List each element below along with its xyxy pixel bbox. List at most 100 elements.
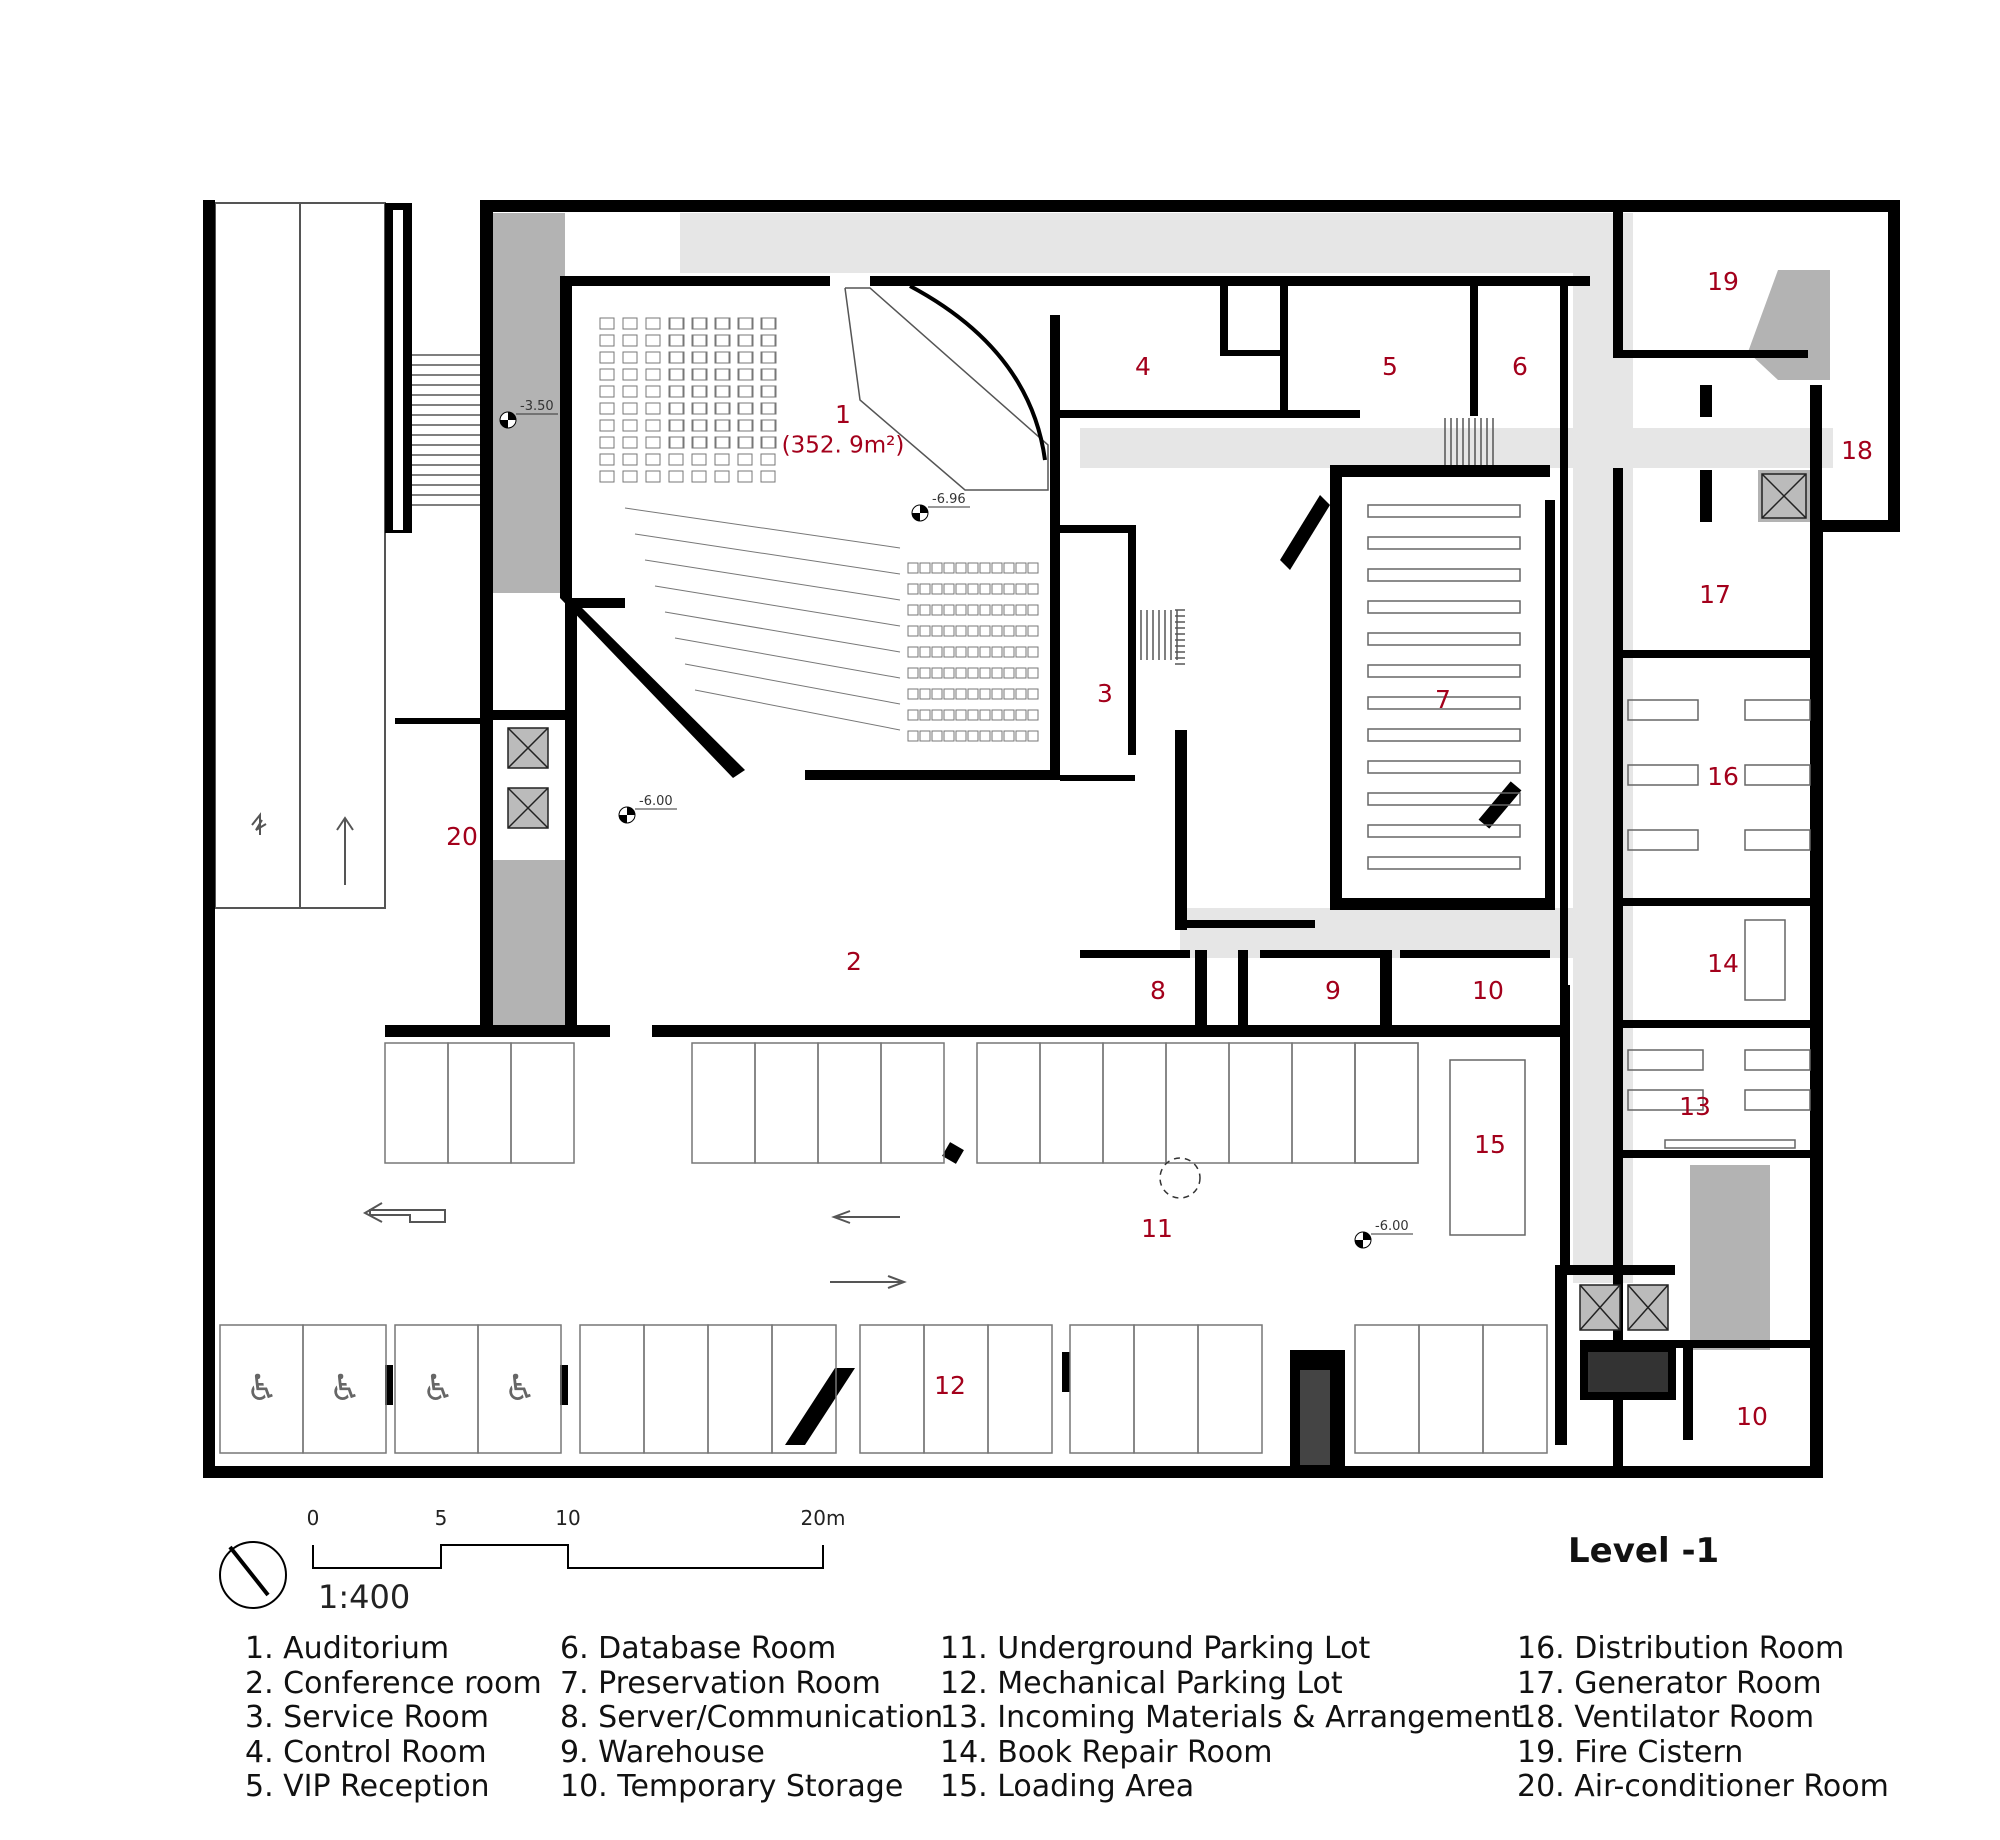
seat <box>737 436 753 449</box>
seat <box>599 436 615 449</box>
room-labels: 1 (352. 9m²) 2 3 4 5 6 7 8 9 10 10 11 12… <box>446 267 1873 1431</box>
legend-item: 11. Underground Parking Lot <box>940 1631 1371 1666</box>
seat <box>907 604 919 616</box>
seat <box>761 385 777 398</box>
mechanical-stall <box>1133 1324 1199 1454</box>
seat <box>669 385 685 398</box>
seat <box>645 402 661 415</box>
seat <box>931 667 943 679</box>
shelf <box>1367 824 1521 838</box>
shaft-black-inner <box>1300 1370 1330 1465</box>
legend-item: 8. Server/Communication <box>560 1700 944 1735</box>
legend-item: 18. Ventilator Room <box>1517 1700 1815 1735</box>
seat <box>622 351 638 364</box>
seat <box>943 604 955 616</box>
seat <box>1015 625 1027 637</box>
seat-row <box>674 637 901 679</box>
mechanical-stall <box>859 1324 925 1454</box>
room-label-3: 3 <box>1097 679 1113 708</box>
svg-text:-6.00: -6.00 <box>1375 1219 1409 1234</box>
seat <box>645 368 661 381</box>
seat <box>714 385 730 398</box>
seat <box>622 419 638 432</box>
seat <box>738 385 754 398</box>
seat <box>738 436 754 449</box>
seat <box>599 368 615 381</box>
seat <box>599 317 615 330</box>
mechanical-stall <box>579 1324 645 1454</box>
seat <box>991 730 1003 742</box>
parking-stall <box>510 1042 575 1164</box>
seat <box>645 317 661 330</box>
storage-shelves <box>1367 504 1521 870</box>
seat <box>760 368 776 381</box>
legend-item: 9. Warehouse <box>560 1734 765 1770</box>
seat <box>691 470 707 483</box>
legend-item: 13. Incoming Materials & Arrangement <box>940 1700 1524 1735</box>
room-label-10-bottom: 10 <box>1736 1402 1768 1431</box>
seat <box>737 385 753 398</box>
scale-tick-10: 10 <box>555 1506 580 1530</box>
svg-text:♿: ♿ <box>422 1368 454 1409</box>
seat <box>715 419 731 432</box>
seat <box>931 709 943 721</box>
seat <box>760 436 776 449</box>
seat <box>955 625 967 637</box>
room-label-9: 9 <box>1325 976 1341 1005</box>
shelf <box>1367 856 1521 870</box>
accessible-stall <box>477 1324 562 1454</box>
seat <box>1015 562 1027 574</box>
seat <box>955 583 967 595</box>
seat <box>715 317 731 330</box>
room-label-15: 15 <box>1474 1130 1506 1159</box>
seat <box>1027 730 1039 742</box>
seat <box>715 351 731 364</box>
shelf <box>1367 632 1521 646</box>
seat <box>668 368 684 381</box>
seat-row <box>634 533 901 575</box>
walls <box>203 200 1900 1478</box>
seat <box>668 436 684 449</box>
svg-text:♿: ♿ <box>329 1368 361 1409</box>
seat <box>760 470 776 483</box>
seat <box>622 334 638 347</box>
seat <box>669 334 685 347</box>
seat <box>669 436 685 449</box>
seat <box>760 385 776 398</box>
legend-item: 2. Conference room <box>245 1665 542 1701</box>
parking-stall <box>1102 1042 1167 1164</box>
seat <box>622 385 638 398</box>
svg-text:-6.00: -6.00 <box>639 794 673 809</box>
seat <box>931 730 943 742</box>
seat <box>1027 646 1039 658</box>
seat <box>714 436 730 449</box>
elevation-marker: -6.96 <box>911 492 970 522</box>
seat <box>931 688 943 700</box>
seat <box>943 667 955 679</box>
seat <box>737 402 753 415</box>
seat <box>692 436 708 449</box>
level-title: Level -1 <box>1568 1531 1719 1571</box>
room-label-5: 5 <box>1382 352 1398 381</box>
seat <box>715 385 731 398</box>
seat <box>622 436 638 449</box>
room-label-2: 2 <box>846 947 862 976</box>
parking-stall <box>976 1042 1041 1164</box>
seat <box>919 730 931 742</box>
room-label-20: 20 <box>446 822 478 851</box>
seat <box>645 419 661 432</box>
room-label-16: 16 <box>1707 762 1739 791</box>
seat <box>967 688 979 700</box>
seat <box>622 453 638 466</box>
seat <box>967 562 979 574</box>
legend-column: 6. Database Room 7. Preservation Room 8.… <box>560 1631 944 1832</box>
seat <box>991 604 1003 616</box>
seat <box>691 385 707 398</box>
seat <box>931 562 943 574</box>
shelf <box>1367 536 1521 550</box>
legend-column: 16. Distribution Room 17. Generator Room… <box>1517 1631 1957 1832</box>
seat <box>668 351 684 364</box>
seat <box>955 646 967 658</box>
shelf <box>1367 504 1521 518</box>
seat <box>715 436 731 449</box>
